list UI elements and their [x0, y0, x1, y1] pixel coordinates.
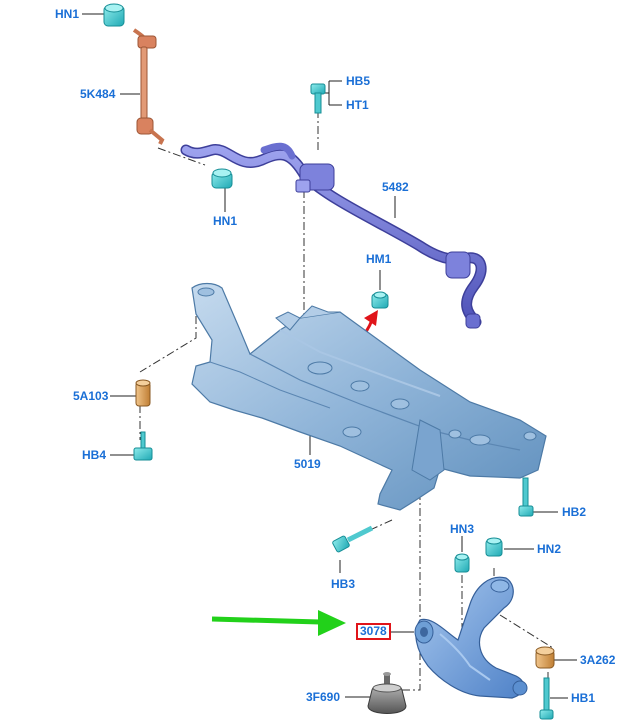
nut-hn1-mid [211, 168, 233, 189]
callout-hb2: HB2 [562, 505, 587, 519]
mount-3f690 [367, 672, 407, 714]
callout-hm1: HM1 [366, 252, 392, 266]
stabilizer-bar [180, 142, 487, 329]
bushing-5a103 [135, 379, 151, 407]
callout-5a103: 5A103 [73, 389, 109, 403]
callout-hn1-mid: HN1 [213, 214, 238, 228]
nut-hn1-top [103, 3, 125, 27]
bolt-hb1 [539, 677, 554, 720]
nut-hn2 [485, 537, 503, 557]
callout-hb4: HB4 [82, 448, 107, 462]
callout-hn2: HN2 [537, 542, 562, 556]
callout-ht1: HT1 [346, 98, 369, 112]
callout-hn1-top: HN1 [55, 7, 80, 21]
stabilizer-link [132, 28, 165, 145]
bolt-hb2 [518, 477, 534, 517]
lower-arm [414, 576, 528, 699]
callout-3a262: 3A262 [580, 653, 616, 667]
nut-hn3 [454, 553, 470, 573]
pointer-arrow [211, 610, 346, 636]
subframe [191, 282, 547, 511]
callout-5k484: 5K484 [80, 87, 116, 101]
bolt-hb3 [332, 525, 374, 553]
callout-5482: 5482 [382, 180, 409, 194]
nut-hm1 [371, 291, 389, 309]
bushing-3a262 [535, 646, 555, 669]
callout-hb1: HB1 [571, 691, 596, 705]
callout-3078-highlighted: 3078 [356, 623, 391, 640]
callout-hn3: HN3 [450, 522, 475, 536]
callout-hb3: HB3 [331, 577, 356, 591]
bolt-hb5 [310, 83, 326, 114]
callout-3f690: 3F690 [306, 690, 341, 704]
callout-5019: 5019 [294, 457, 321, 471]
callout-hb5: HB5 [346, 74, 371, 88]
bolt-hb4 [133, 431, 153, 461]
